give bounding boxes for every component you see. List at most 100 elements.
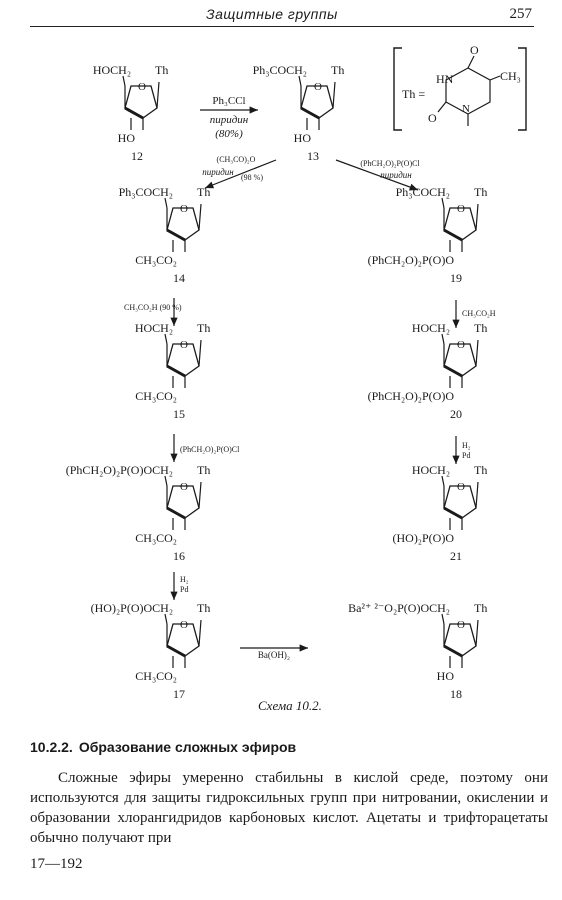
thymine-methyl: CH₃ bbox=[500, 69, 521, 83]
arrow-label: пиридин bbox=[210, 114, 249, 126]
c5-substituent: HOCH₂ bbox=[135, 321, 173, 335]
c3-substituent: CH₃CO₂ bbox=[135, 531, 177, 545]
compound-number: 14 bbox=[173, 271, 185, 285]
c5-substituent: (HO)₂P(O)OCH₂ bbox=[91, 601, 173, 615]
scheme-caption: Схема 10.2. bbox=[258, 698, 322, 713]
signature-mark: 17—192 bbox=[30, 856, 83, 872]
ring-oxygen: O bbox=[457, 481, 465, 493]
arrow-label: Pd bbox=[180, 585, 188, 594]
arrow-label: пиридин bbox=[380, 170, 412, 180]
body-text: Сложные эфиры умеренно стабильны в кисло… bbox=[30, 768, 548, 848]
compound-number: 19 bbox=[450, 271, 462, 285]
compound-number: 12 bbox=[131, 149, 143, 163]
thymine-n1: N bbox=[462, 103, 470, 115]
c3-substituent: (PhCH₂O)₂P(O)O bbox=[368, 389, 455, 403]
compound-19: O Ph₃COCH₂ Th (PhCH₂O)₂P(O)O 19 bbox=[368, 185, 488, 285]
c5-substituent: HOCH₂ bbox=[412, 321, 450, 335]
thymine-label: Th = bbox=[402, 87, 425, 101]
c5-substituent: Ph₃COCH₂ bbox=[119, 185, 173, 199]
c3-substituent: CH₃CO₂ bbox=[135, 253, 177, 267]
arrow-label: Ba(OH)₂ bbox=[258, 650, 290, 660]
arrow-19-20: CH₃CO₂H bbox=[452, 300, 496, 328]
compound-number: 17 bbox=[173, 687, 185, 701]
arrow-15-16: (PhCH₂O)₂P(O)Cl bbox=[170, 434, 240, 462]
ring-oxygen: O bbox=[180, 203, 188, 215]
page-header: Защитные группы 257 bbox=[0, 0, 562, 30]
arrow-label: CH₃CO₂H (90 %) bbox=[124, 303, 182, 312]
compound-number: 16 bbox=[173, 549, 185, 563]
ring-oxygen: O bbox=[180, 619, 188, 631]
arrow-label: (PhCH₂O)₂P(O)Cl bbox=[180, 445, 240, 454]
base-label: Th bbox=[197, 601, 210, 615]
arrow-13-14: (CH₃CO)₂O пиридин (98 %) bbox=[202, 155, 277, 189]
base-label: Th bbox=[474, 321, 487, 335]
c3-substituent: HO bbox=[294, 131, 312, 145]
arrow-17-18: Ba(OH)₂ bbox=[240, 644, 308, 660]
arrow-label: H₂ bbox=[462, 441, 471, 450]
base-label: Th bbox=[474, 601, 487, 615]
arrow-label: Ph₃CCl bbox=[212, 95, 245, 107]
thymine-nh: HN bbox=[436, 72, 454, 86]
section-number: 10.2.2. bbox=[30, 739, 73, 755]
c5-substituent: Ph₃COCH₂ bbox=[396, 185, 450, 199]
arrow-label: (98 %) bbox=[241, 173, 263, 182]
base-label: Th bbox=[197, 185, 210, 199]
c3-substituent: HO bbox=[437, 669, 455, 683]
compound-number: 20 bbox=[450, 407, 462, 421]
compound-number: 15 bbox=[173, 407, 185, 421]
base-label: Th bbox=[197, 463, 210, 477]
arrow-label: Pd bbox=[462, 451, 470, 460]
section-title: Образование сложных эфиров bbox=[78, 739, 297, 755]
arrow-label: (80%) bbox=[215, 128, 243, 140]
ring-oxygen: O bbox=[457, 339, 465, 351]
compound-number: 21 bbox=[450, 549, 462, 563]
c5-substituent: Ph₃COCH₂ bbox=[253, 63, 307, 77]
ring-oxygen: O bbox=[457, 619, 465, 631]
arrow-label: пиридин bbox=[202, 167, 234, 177]
arrow-label: H₂ bbox=[180, 575, 189, 584]
arrow-label: (CH₃CO)₂O bbox=[217, 155, 256, 164]
ring-oxygen: O bbox=[180, 339, 188, 351]
arrow-14-15: CH₃CO₂H (90 %) bbox=[124, 298, 182, 326]
section-heading: 10.2.2. Образование сложных эфиров bbox=[30, 739, 296, 755]
page-number: 257 bbox=[509, 6, 533, 22]
paragraph: Сложные эфиры умеренно стабильны в кисло… bbox=[30, 770, 548, 846]
thymine-definition: Th = O CH₃ HN O N bbox=[393, 43, 527, 131]
c5-substituent: HOCH₂ bbox=[93, 63, 131, 77]
c3-substituent: (PhCH₂O)₂P(O)O bbox=[368, 253, 455, 267]
c3-substituent: (HO)₂P(O)O bbox=[392, 531, 454, 545]
base-label: Th bbox=[197, 321, 210, 335]
base-label: Th bbox=[331, 63, 344, 77]
ring-oxygen: O bbox=[457, 203, 465, 215]
arrow-12-13: Ph₃CCl пиридин (80%) bbox=[200, 95, 258, 140]
thymine-o4: O bbox=[470, 43, 479, 57]
compound-20: O HOCH₂ Th (PhCH₂O)₂P(O)O 20 bbox=[368, 321, 488, 421]
ring-oxygen: O bbox=[180, 481, 188, 493]
base-label: Th bbox=[474, 185, 487, 199]
c3-substituent: HO bbox=[118, 131, 136, 145]
c3-substituent: CH₃CO₂ bbox=[135, 389, 177, 403]
running-title: Защитные группы bbox=[206, 6, 338, 22]
compound-21: O HOCH₂ Th (HO)₂P(O)O 21 bbox=[392, 463, 487, 563]
c5-substituent: (PhCH₂O)₂P(O)OCH₂ bbox=[66, 463, 173, 477]
compound-number: 18 bbox=[450, 687, 462, 701]
ring-oxygen: O bbox=[314, 81, 322, 93]
base-label: Th bbox=[474, 463, 487, 477]
header-rule bbox=[30, 26, 534, 27]
c5-substituent: HOCH₂ bbox=[412, 463, 450, 477]
arrow-label: CH₃CO₂H bbox=[462, 309, 496, 318]
base-label: Th bbox=[155, 63, 168, 77]
compound-number: 13 bbox=[307, 149, 319, 163]
c5-substituent: Ba²⁺ ²⁻O₂P(O)OCH₂ bbox=[348, 601, 450, 615]
arrow-label: (PhCH₂O)₂P(O)Cl bbox=[360, 159, 420, 168]
